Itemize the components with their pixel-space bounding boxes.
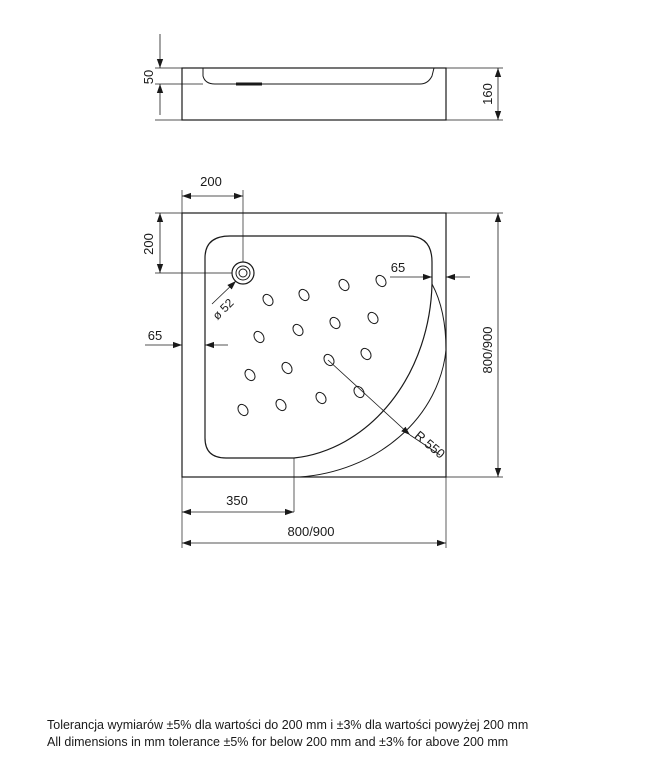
anti-slip-dot — [338, 278, 350, 292]
side-view-dim-50: 50 — [141, 70, 156, 84]
dim-straight-bottom: 350 — [226, 493, 248, 508]
rim-curve — [299, 283, 447, 478]
top-view — [145, 190, 503, 548]
dim-radius: R 550 — [412, 428, 448, 462]
tolerance-notes: Tolerancja wymiarów ±5% dla wartości do … — [47, 717, 528, 751]
drain — [231, 261, 255, 285]
dim-rim-right: 65 — [391, 260, 405, 275]
side-view-basin-profile — [202, 67, 435, 85]
anti-slip-dot — [323, 353, 335, 367]
anti-slip-dot — [353, 385, 365, 399]
anti-slip-dot — [244, 368, 256, 382]
anti-slip-dot — [292, 323, 304, 337]
anti-slip-dot — [367, 311, 379, 325]
dim-side-height: 800/900 — [480, 327, 495, 374]
anti-slip-dot — [281, 361, 293, 375]
anti-slip-dot — [360, 347, 372, 361]
anti-slip-dot — [237, 403, 249, 417]
basin-outline — [204, 235, 433, 459]
side-view-outline — [181, 67, 447, 121]
anti-slip-dot — [253, 330, 265, 344]
anti-slip-dot — [315, 391, 327, 405]
anti-slip-dot — [262, 293, 274, 307]
side-view — [155, 34, 503, 121]
dim-drain-offset-x: 200 — [200, 174, 222, 189]
anti-slip-dots — [237, 274, 387, 417]
anti-slip-dot — [275, 398, 287, 412]
side-view-dim-160: 160 — [480, 83, 495, 105]
tolerance-note-en: All dimensions in mm tolerance ±5% for b… — [47, 735, 509, 749]
dim-width: 800/900 — [288, 524, 335, 539]
anti-slip-dot — [375, 274, 387, 288]
anti-slip-dot — [298, 288, 310, 302]
tolerance-note-pl: Tolerancja wymiarów ±5% dla wartości do … — [47, 718, 529, 732]
anti-slip-dot — [329, 316, 341, 330]
dim-drain-diameter: ø 52 — [210, 296, 237, 323]
dim-rim-left: 65 — [148, 328, 162, 343]
dim-drain-offset-y: 200 — [141, 233, 156, 255]
